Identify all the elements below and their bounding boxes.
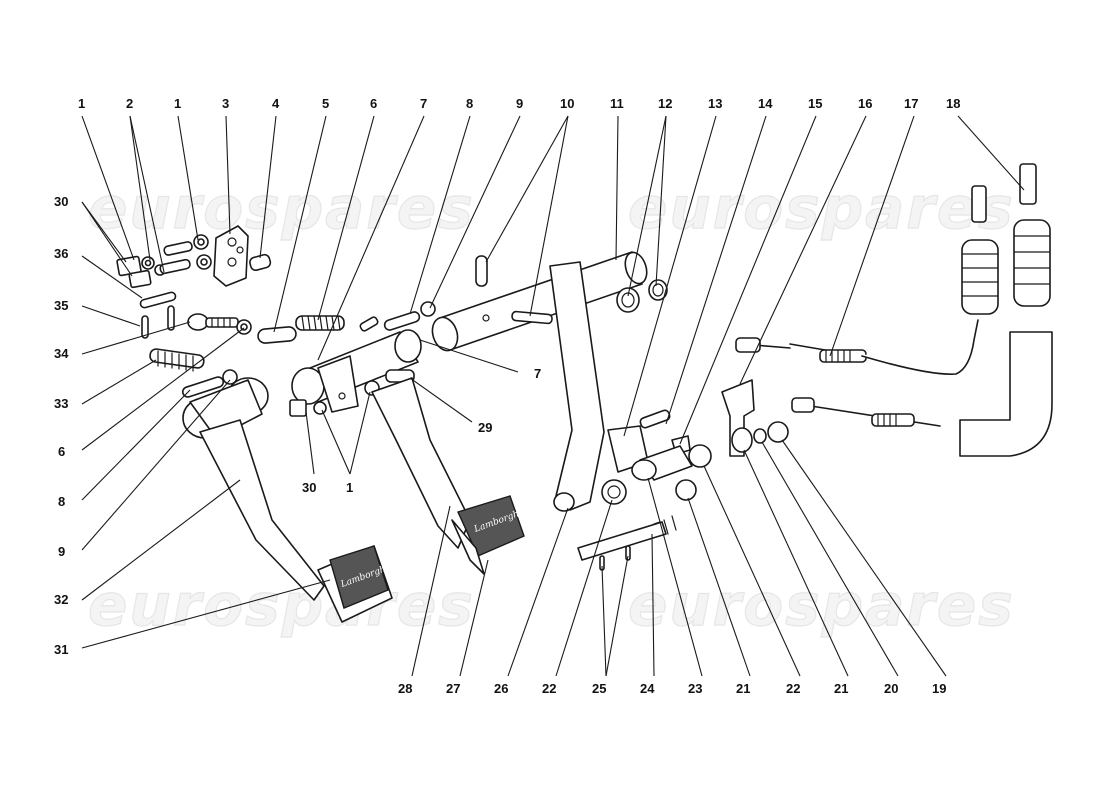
callout-30: 30 [302, 480, 316, 495]
callout-36: 36 [54, 246, 68, 261]
callout-5: 5 [322, 96, 329, 111]
watermark-group: eurospares eurospares eurospares eurospa… [87, 173, 1015, 639]
callout-28: 28 [398, 681, 412, 696]
brake-pedal: Lamborghini [371, 377, 531, 575]
callout-23: 23 [688, 681, 702, 696]
clip-30 [289, 399, 307, 417]
accelerator-cables [735, 319, 979, 427]
spring-8-mid [383, 301, 436, 331]
callout-20: 20 [884, 681, 898, 696]
eye-bolt [187, 313, 252, 335]
throttle-lever [549, 261, 605, 511]
bushing-12b [648, 279, 668, 301]
watermark-bottom-right: eurospares [628, 571, 1015, 639]
watermark-top-right: eurospares [628, 174, 1015, 242]
callout-30: 30 [54, 194, 68, 209]
callout-22: 22 [786, 681, 800, 696]
vertical-pin [475, 255, 488, 287]
cable-boots [959, 163, 1053, 457]
callout-21: 21 [834, 681, 848, 696]
callout-10: 10 [560, 96, 574, 111]
bushing-12a [616, 287, 640, 313]
callout-17: 17 [904, 96, 918, 111]
callout-29: 29 [478, 420, 492, 435]
callout-2: 2 [126, 96, 133, 111]
clutch-pedal: Lamborghini [182, 377, 398, 623]
watermark-top-left: eurospares [88, 174, 475, 242]
callout-6: 6 [370, 96, 377, 111]
callout-1: 1 [174, 96, 181, 111]
leader-lines [81, 115, 1025, 677]
bracket-hardware [116, 225, 272, 339]
callout-21: 21 [736, 681, 750, 696]
spring-8-left [181, 369, 238, 398]
pedal-shaft [431, 251, 648, 352]
callout-8: 8 [58, 494, 65, 509]
callout-6: 6 [58, 444, 65, 459]
watermark-bottom-left: eurospares [88, 571, 475, 639]
callout-8: 8 [466, 96, 473, 111]
callout-22: 22 [542, 681, 556, 696]
callout-1: 1 [346, 480, 353, 495]
callout-32: 32 [54, 592, 68, 607]
linkage-hardware [577, 379, 789, 571]
callout-19: 19 [932, 681, 946, 696]
callout-4: 4 [272, 96, 280, 111]
callout-18: 18 [946, 96, 960, 111]
callout-12: 12 [658, 96, 672, 111]
pedal-hub [291, 316, 422, 413]
callout-34: 34 [54, 346, 69, 361]
callout-15: 15 [808, 96, 822, 111]
callout-33: 33 [54, 396, 68, 411]
callout-numbers: 1 2 1 3 4 5 6 7 8 9 10 11 12 13 14 15 16… [54, 96, 960, 696]
callout-1: 1 [78, 96, 85, 111]
callout-7: 7 [420, 96, 427, 111]
callout-14: 14 [758, 96, 773, 111]
callout-13: 13 [708, 96, 722, 111]
callout-25: 25 [592, 681, 606, 696]
return-spring-33 [149, 348, 205, 372]
parts-group: Lamborghini Lamborghini [116, 163, 1053, 623]
callout-24: 24 [640, 681, 655, 696]
callout-7: 7 [534, 366, 541, 381]
callout-9: 9 [516, 96, 523, 111]
callout-9: 9 [58, 544, 65, 559]
pivot-pin [257, 326, 297, 344]
callout-31: 31 [54, 642, 68, 657]
callout-11: 11 [610, 96, 624, 111]
callout-27: 27 [446, 681, 460, 696]
callout-3: 3 [222, 96, 229, 111]
callout-26: 26 [494, 681, 508, 696]
callout-35: 35 [54, 298, 68, 313]
callout-16: 16 [858, 96, 872, 111]
